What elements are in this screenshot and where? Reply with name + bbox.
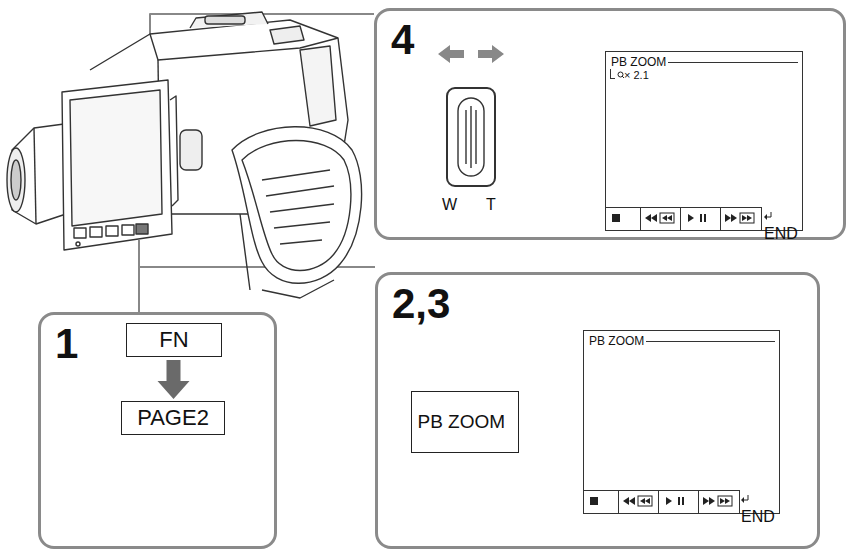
lever-label: T: [486, 196, 496, 214]
end-button: END: [764, 207, 801, 249]
button-name: PB ZOOM: [414, 412, 517, 433]
step-number: 2,3: [392, 283, 450, 325]
camcorder: [7, 12, 362, 298]
direction-arrows: [438, 45, 504, 63]
return-icon: [764, 211, 773, 221]
screen-title: PB ZOOM: [609, 56, 668, 69]
button-bar: [606, 207, 762, 230]
button-name: END: [764, 225, 798, 242]
button-label: PAGE2: [121, 401, 225, 435]
button-label: PB ZOOM: [411, 391, 519, 453]
leader-line: [139, 266, 375, 268]
lcd-screen: PB ZOOMEND: [583, 330, 780, 514]
zoom-ratio: × 2.1: [624, 69, 649, 81]
button-name: PAGE2: [133, 406, 213, 430]
flow-arrow: [158, 360, 190, 399]
lcd-screen: PB ZOOM× 2.1END: [605, 51, 803, 231]
step-number: 1: [55, 323, 78, 365]
lever-label: W: [442, 196, 457, 214]
step-panel: 1 FN PAGE2: [38, 312, 277, 549]
leader-line: [138, 240, 140, 312]
step-number: 4: [391, 19, 414, 61]
screen-title: PB ZOOM: [587, 335, 646, 348]
step-panel: 2,3PB ZOOMPB ZOOMEND: [375, 272, 820, 549]
return-icon: [741, 494, 750, 504]
button-label: FN: [126, 323, 222, 357]
button-bar: [584, 490, 740, 513]
button-name: FN: [155, 328, 192, 352]
zoom-lever: [447, 88, 495, 186]
button-name: END: [741, 508, 775, 525]
end-button: END: [741, 490, 778, 532]
